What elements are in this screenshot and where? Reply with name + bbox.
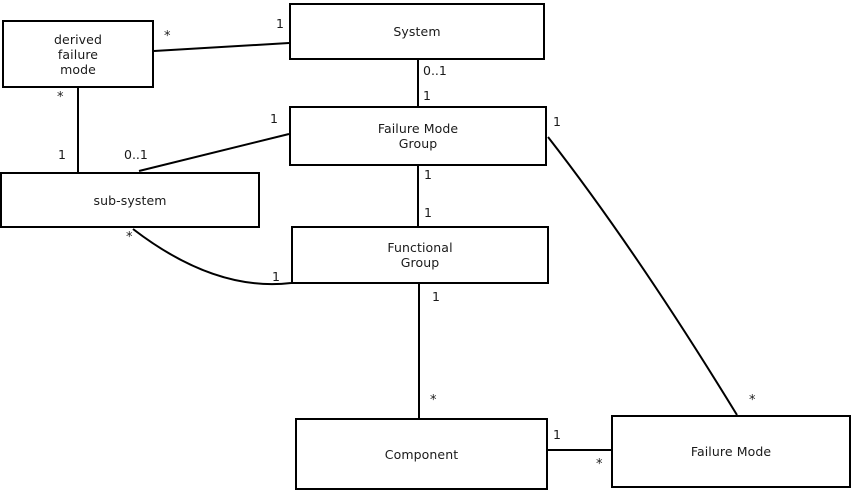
- multiplicity-label-m-component-up-star: *: [430, 393, 437, 408]
- multiplicity-label-m-system-dfm-one: 1: [276, 16, 284, 31]
- class-box-failure-mode-group[interactable]: Failure Mode Group: [289, 106, 547, 166]
- class-name-component: Component: [384, 446, 459, 462]
- multiplicity-label-m-fg-up-one: 1: [424, 205, 432, 220]
- association-sub-system--failure-mode-group: [138, 133, 290, 172]
- multiplicity-label-m-fmg-down-one: 1: [424, 167, 432, 182]
- class-name-failure-mode-group: Failure Mode Group: [377, 121, 459, 151]
- class-box-failure-mode[interactable]: Failure Mode: [611, 415, 851, 488]
- association-sub-system--functional-group: [132, 228, 292, 286]
- multiplicity-label-m-fmg-up-one: 1: [423, 88, 431, 103]
- multiplicity-label-m-system-down-zo: 0..1: [423, 63, 447, 78]
- multiplicity-label-m-subsystem-up-one: 1: [58, 147, 66, 162]
- multiplicity-label-m-subsystem-fmg-zo: 0..1: [124, 147, 148, 162]
- multiplicity-label-m-fmg-right-one: 1: [553, 114, 561, 129]
- association-failure-mode-group--failure-mode: [547, 136, 738, 416]
- class-box-system[interactable]: System: [289, 3, 545, 60]
- multiplicity-label-m-fg-left-one: 1: [272, 269, 280, 284]
- class-name-system: System: [393, 24, 441, 39]
- multiplicity-label-m-fmg-left-one: 1: [270, 111, 278, 126]
- multiplicity-label-m-dfm-down-star: *: [57, 90, 64, 105]
- class-box-sub-system[interactable]: sub-system: [0, 172, 260, 228]
- multiplicity-label-m-fg-down-one: 1: [432, 289, 440, 304]
- multiplicity-label-m-fm-top-star: *: [749, 393, 756, 408]
- class-box-component[interactable]: Component: [295, 418, 548, 490]
- class-name-failure-mode: Failure Mode: [690, 444, 772, 459]
- multiplicity-label-m-dfm-system-star: *: [164, 29, 171, 44]
- association-derived-failure-mode--system: [153, 42, 290, 52]
- multiplicity-label-m-subsystem-fg-star: *: [126, 230, 133, 245]
- class-box-derived-failure-mode[interactable]: derived failure mode: [2, 20, 154, 88]
- class-name-sub-system: sub-system: [93, 192, 167, 208]
- class-box-functional-group[interactable]: Functional Group: [291, 226, 549, 284]
- class-name-derived-failure-mode: derived failure mode: [54, 31, 102, 77]
- multiplicity-label-m-component-right-one: 1: [553, 427, 561, 442]
- class-name-functional-group: Functional Group: [387, 240, 453, 270]
- multiplicity-label-m-failure-mode-star: *: [596, 457, 603, 472]
